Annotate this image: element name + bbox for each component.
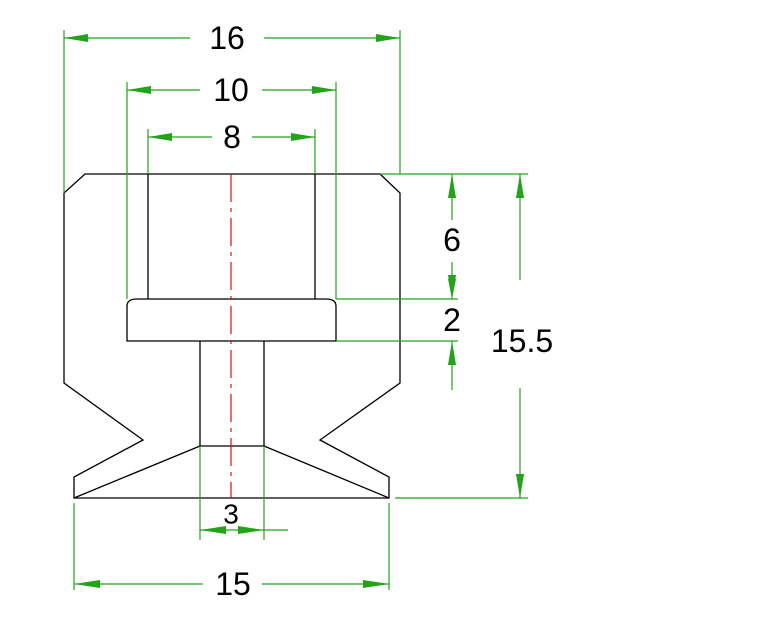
dim-3-lines bbox=[199, 446, 288, 540]
dim-16: 16 bbox=[63, 20, 401, 193]
dim-16-lines bbox=[63, 30, 401, 193]
arrowhead bbox=[127, 86, 151, 94]
dim-6: 6 bbox=[443, 174, 461, 299]
extension-lines-right bbox=[336, 173, 528, 499]
arrowhead bbox=[291, 133, 315, 141]
arrowhead bbox=[448, 279, 456, 299]
arrowhead bbox=[312, 86, 336, 94]
dim-label-15-5: 15.5 bbox=[491, 323, 553, 359]
dim-label-8: 8 bbox=[223, 119, 241, 155]
stem bbox=[199, 341, 265, 447]
dim-label-3: 3 bbox=[223, 499, 239, 530]
arrowhead bbox=[74, 580, 100, 588]
lip-inner-right bbox=[263, 445, 390, 499]
dimensions: 16 10 8 6 2 bbox=[63, 20, 553, 602]
dim-15-5: 15.5 bbox=[491, 174, 553, 498]
outer-body-outline bbox=[63, 173, 401, 499]
arrowhead bbox=[363, 580, 389, 588]
arrowhead bbox=[64, 34, 88, 42]
dim-label-6: 6 bbox=[443, 222, 461, 258]
dim-label-16: 16 bbox=[209, 20, 245, 56]
dim-10-lines bbox=[126, 82, 337, 299]
arrowhead bbox=[200, 526, 226, 534]
dim-15-lines bbox=[73, 503, 390, 590]
dim-2: 2 bbox=[443, 279, 461, 390]
lip-inner-left bbox=[73, 445, 201, 499]
dim-15: 15 bbox=[73, 503, 390, 602]
dim-label-2: 2 bbox=[443, 302, 461, 338]
arrowhead bbox=[448, 341, 456, 365]
flange bbox=[126, 298, 337, 342]
arrowhead bbox=[516, 174, 524, 198]
dim-8-lines bbox=[147, 129, 316, 174]
arrowhead bbox=[238, 526, 264, 534]
arrowhead bbox=[148, 133, 172, 141]
arrowhead bbox=[376, 34, 400, 42]
dim-3: 3 bbox=[199, 446, 288, 540]
arrowhead bbox=[448, 174, 456, 198]
bore bbox=[147, 174, 316, 299]
dim-label-10: 10 bbox=[213, 72, 249, 108]
dim-label-15: 15 bbox=[215, 566, 251, 602]
dim-8: 8 bbox=[147, 119, 316, 174]
part-outline bbox=[63, 173, 401, 499]
arrowhead bbox=[516, 474, 524, 498]
dim-10: 10 bbox=[126, 72, 337, 299]
